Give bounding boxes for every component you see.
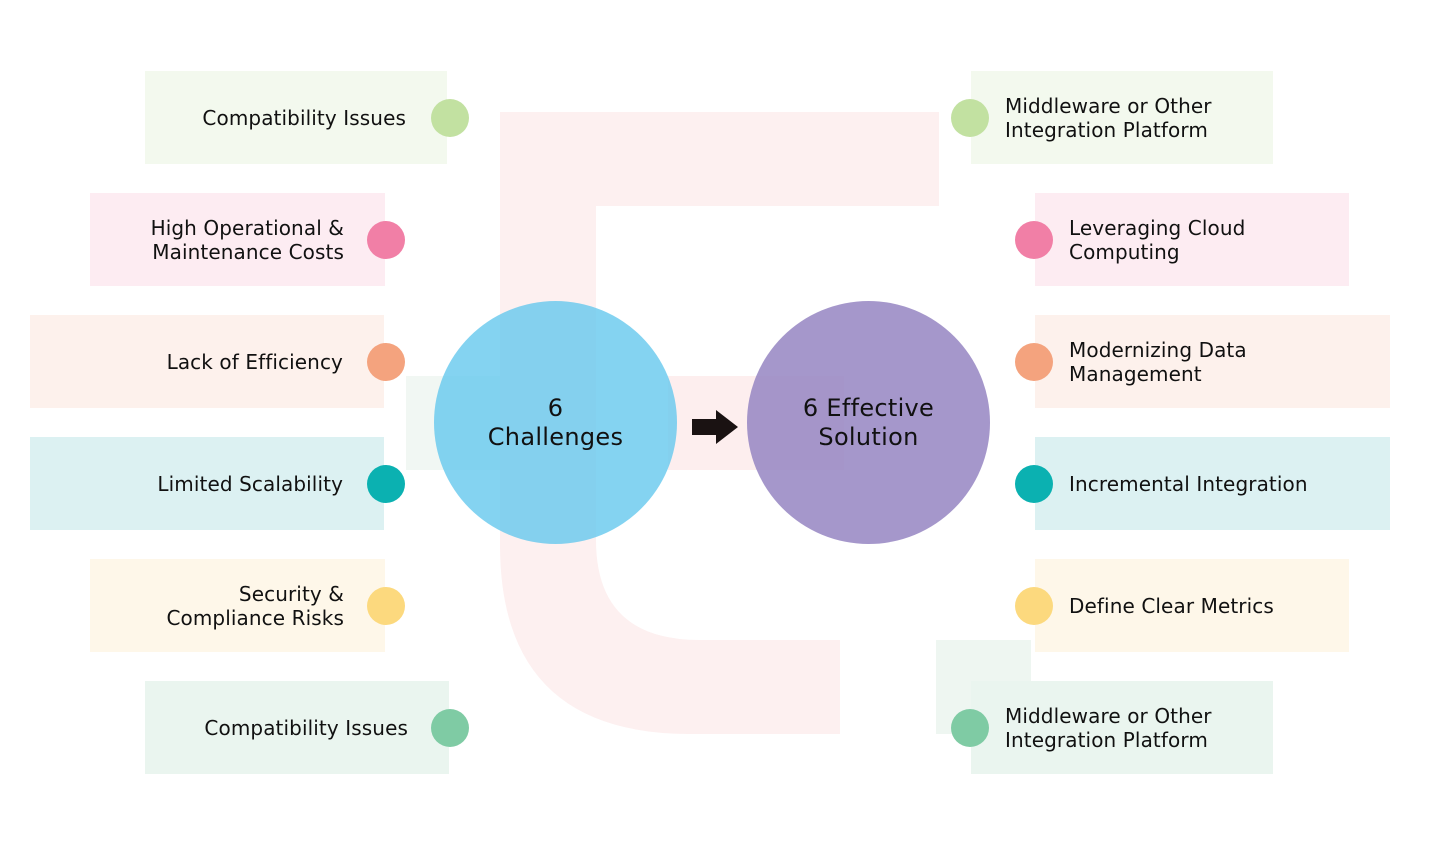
challenge-dot-3	[367, 343, 405, 381]
challenge-label: Compatibility Issues	[204, 715, 408, 740]
arrow-right-icon	[692, 410, 738, 444]
challenge-card-6: Compatibility Issues	[145, 681, 449, 774]
solution-dot-3	[1015, 343, 1053, 381]
challenge-label: Limited Scalability	[157, 471, 343, 496]
challenge-dot-6	[431, 709, 469, 747]
solutions-circle: 6 Effective Solution	[747, 301, 990, 544]
solution-label: Leveraging Cloud Computing	[1069, 215, 1246, 264]
challenge-label: Security & Compliance Risks	[166, 581, 344, 630]
solution-label: Incremental Integration	[1069, 471, 1308, 496]
solution-label: Define Clear Metrics	[1069, 593, 1274, 618]
challenge-card-2: High Operational & Maintenance Costs	[90, 193, 385, 286]
solution-label: Middleware or Other Integration Platform	[1005, 703, 1212, 752]
challenge-label: Compatibility Issues	[202, 105, 406, 130]
challenge-card-4: Limited Scalability	[30, 437, 384, 530]
solution-dot-6	[951, 709, 989, 747]
solutions-circle-label: 6 Effective Solution	[802, 393, 935, 451]
solution-card-5: Define Clear Metrics	[1035, 559, 1349, 652]
solution-dot-2	[1015, 221, 1053, 259]
solution-dot-5	[1015, 587, 1053, 625]
solution-label: Middleware or Other Integration Platform	[1005, 93, 1212, 142]
challenges-circle: 6 Challenges	[434, 301, 677, 544]
challenge-dot-1	[431, 99, 469, 137]
solution-dot-4	[1015, 465, 1053, 503]
challenge-label: Lack of Efficiency	[166, 349, 343, 374]
solution-card-4: Incremental Integration	[1035, 437, 1390, 530]
solution-card-2: Leveraging Cloud Computing	[1035, 193, 1349, 286]
solution-label: Modernizing Data Management	[1069, 337, 1247, 386]
challenges-circle-label: 6 Challenges	[487, 393, 624, 451]
challenge-dot-5	[367, 587, 405, 625]
solution-dot-1	[951, 99, 989, 137]
solution-card-1: Middleware or Other Integration Platform	[971, 71, 1273, 164]
challenge-card-5: Security & Compliance Risks	[90, 559, 385, 652]
solution-card-3: Modernizing Data Management	[1035, 315, 1390, 408]
challenge-dot-2	[367, 221, 405, 259]
solution-card-6: Middleware or Other Integration Platform	[971, 681, 1273, 774]
challenge-dot-4	[367, 465, 405, 503]
challenge-card-1: Compatibility Issues	[145, 71, 447, 164]
challenge-card-3: Lack of Efficiency	[30, 315, 384, 408]
challenge-label: High Operational & Maintenance Costs	[150, 215, 344, 264]
